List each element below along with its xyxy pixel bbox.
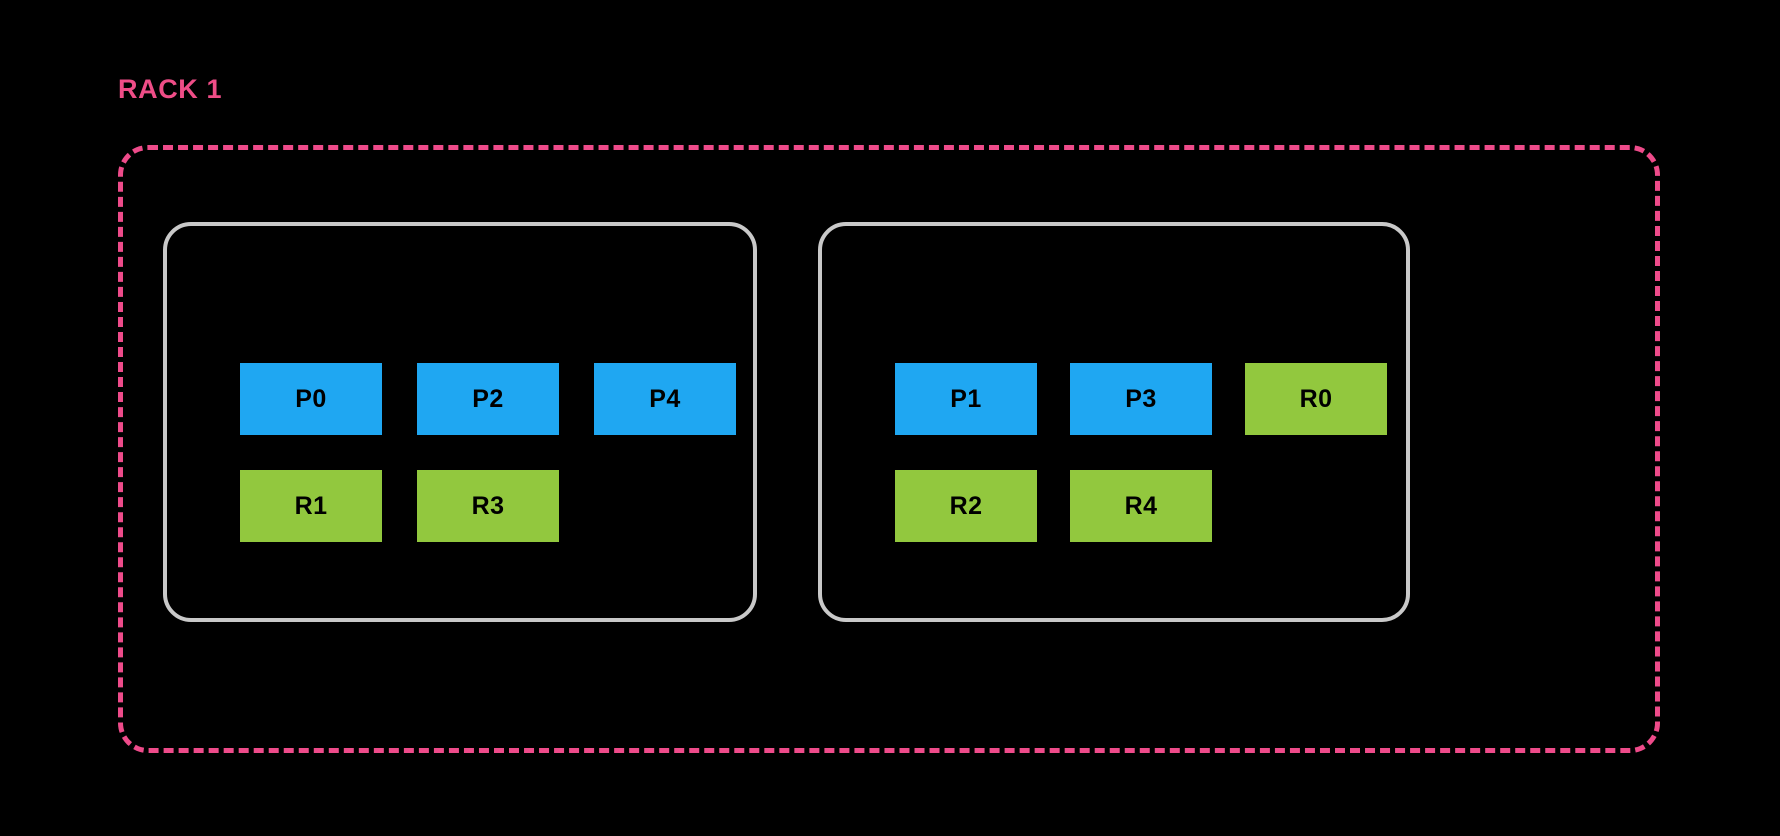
rack-title-label: RACK 1 [118,74,223,104]
replica-chip-r4[interactable]: R4 [1070,470,1212,542]
rack-boundary [118,145,1660,753]
chip-label: P3 [1125,384,1157,413]
partition-chip-p3[interactable]: P3 [1070,363,1212,435]
chip-label: P2 [472,384,504,413]
chip-label: P0 [295,384,327,413]
chip-label: R0 [1299,384,1333,413]
replica-chip-r3[interactable]: R3 [417,470,559,542]
chip-label: R1 [294,491,328,520]
partition-chip-p4[interactable]: P4 [594,363,736,435]
node-container-2[interactable] [818,222,1410,622]
chip-label: R4 [1124,491,1158,520]
partition-chip-p0[interactable]: P0 [240,363,382,435]
chip-label: P1 [950,384,982,413]
replica-chip-r2[interactable]: R2 [895,470,1037,542]
partition-chip-p1[interactable]: P1 [895,363,1037,435]
node-container-1[interactable] [163,222,757,622]
partition-chip-p2[interactable]: P2 [417,363,559,435]
chip-label: P4 [649,384,681,413]
replica-chip-r1[interactable]: R1 [240,470,382,542]
chip-label: R3 [471,491,505,520]
chip-label: R2 [949,491,983,520]
replica-chip-r0[interactable]: R0 [1245,363,1387,435]
